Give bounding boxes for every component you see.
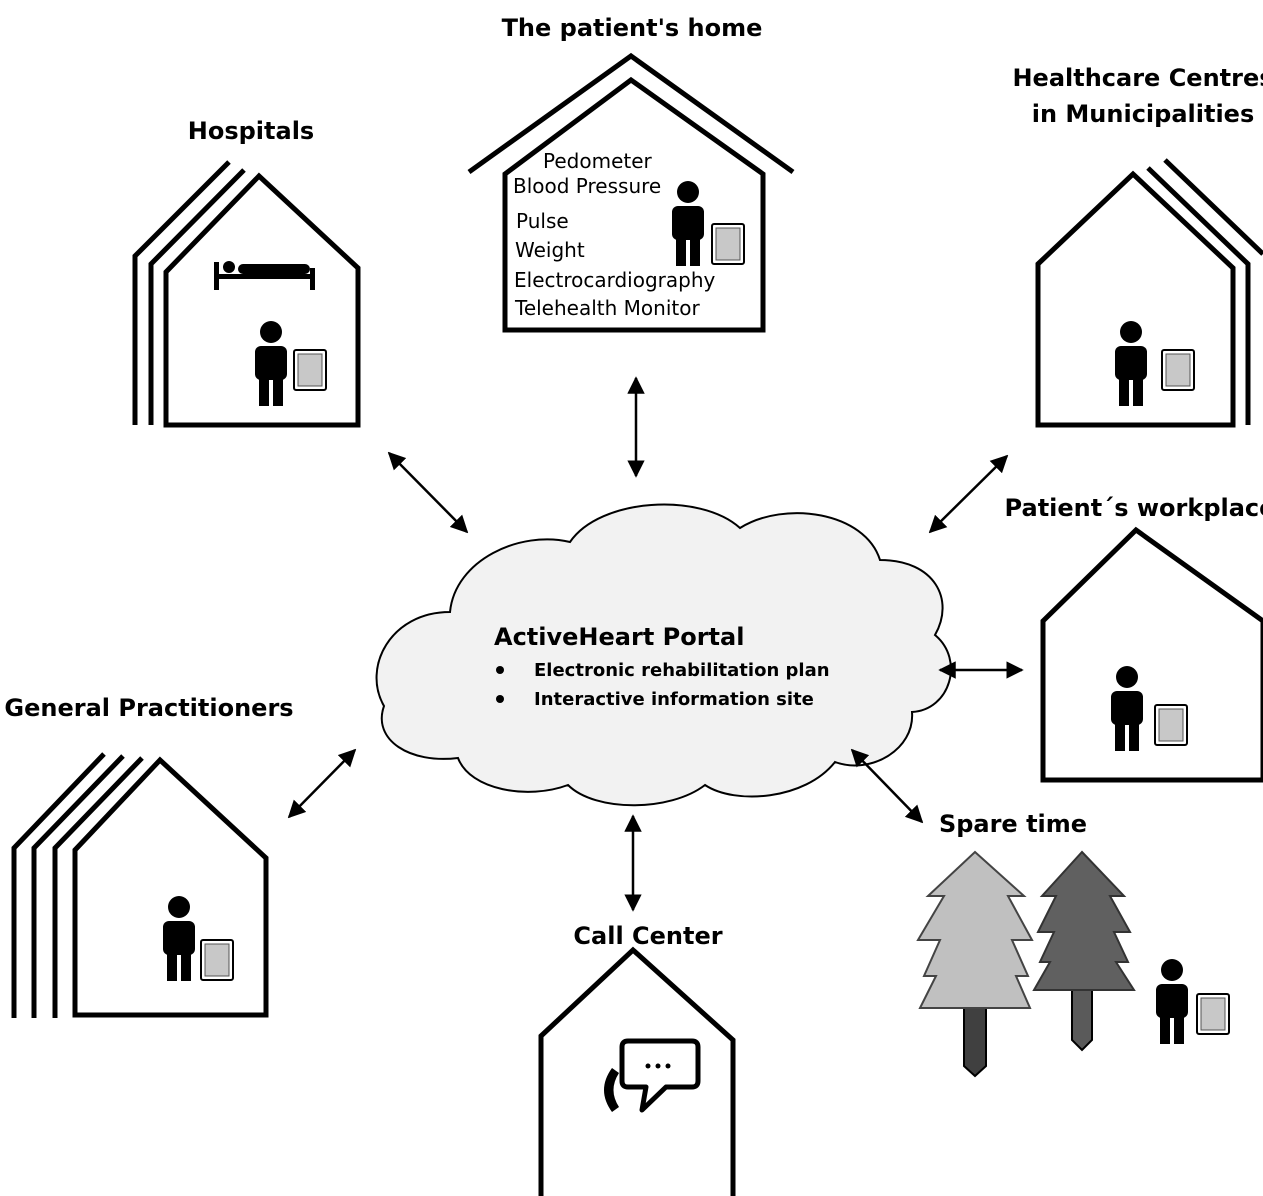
bullet [496, 695, 504, 703]
measurement-weight: Weight [515, 238, 585, 262]
spare-time-label: Spare time [939, 810, 1087, 838]
patients-home-group: The patient's home Pedometer Blood Press… [467, 14, 795, 333]
measurement-blood-pressure: Blood Pressure [513, 174, 661, 198]
gp-back-2 [31, 754, 125, 1018]
hospitals-label: Hospitals [188, 117, 314, 145]
healthcare-label-line2: in Municipalities [1032, 100, 1255, 128]
general-practitioners-group: General Practitioners [4, 694, 294, 1018]
portal-item-information-site: Interactive information site [534, 689, 814, 710]
portal-title: ActiveHeart Portal [494, 623, 744, 651]
spare-time-group: Spare time [916, 810, 1230, 1078]
gp-back-3 [11, 752, 106, 1018]
call-center-group: Call Center [538, 922, 736, 1196]
workplace-label: Patient´s workplace [1005, 494, 1263, 522]
speech-bubble-icon [619, 1038, 701, 1113]
healthcare-centres-group: Healthcare Centres in Municipalities [1012, 64, 1263, 428]
tablet-icon [1154, 704, 1188, 746]
general-practitioners-label: General Practitioners [4, 694, 293, 722]
bed-icon [214, 261, 315, 290]
home-roof-outer [467, 52, 795, 175]
tree-icon [916, 850, 1034, 1078]
measurement-pulse: Pulse [516, 209, 569, 233]
tree-icon [1032, 850, 1136, 1052]
tablet-icon [711, 223, 745, 265]
hospitals-group: Hospitals [132, 117, 361, 428]
hospital-back-1 [148, 168, 246, 425]
gp-back-1 [52, 756, 144, 1018]
home-house [502, 76, 766, 333]
workplace-group: Patient´s workplace [1005, 494, 1263, 783]
patients-home-label: The patient's home [502, 14, 763, 42]
healthcare-back-1 [1146, 166, 1251, 425]
hospital-back-2 [132, 160, 231, 425]
healthcare-label-line1: Healthcare Centres [1012, 64, 1263, 92]
arrow-hospitals-portal [387, 451, 469, 534]
workplace-house [1040, 526, 1263, 783]
measurement-pedometer: Pedometer [543, 149, 653, 173]
tablet-icon [1161, 349, 1195, 391]
tablet-icon [293, 349, 327, 391]
bullet [496, 666, 504, 674]
measurement-telehealth-monitor: Telehealth Monitor [514, 296, 700, 320]
cloud-icon [375, 503, 952, 807]
person-icon [1156, 959, 1188, 1044]
arrow-healthcare-portal [928, 454, 1009, 534]
measurement-electrocardiography: Electrocardiography [514, 268, 716, 292]
arrow-sparetime-portal [850, 748, 924, 824]
call-center-label: Call Center [573, 922, 722, 950]
connection-arrows [287, 376, 1024, 912]
phone-icon [604, 1068, 619, 1112]
tablet-icon [1196, 993, 1230, 1035]
healthcare-back-2 [1163, 158, 1263, 256]
arrow-gp-portal [287, 748, 357, 819]
portal-cloud: ActiveHeart Portal Electronic rehabilita… [375, 503, 952, 807]
tablet-icon [200, 939, 234, 981]
portal-item-rehabilitation-plan: Electronic rehabilitation plan [534, 660, 830, 681]
